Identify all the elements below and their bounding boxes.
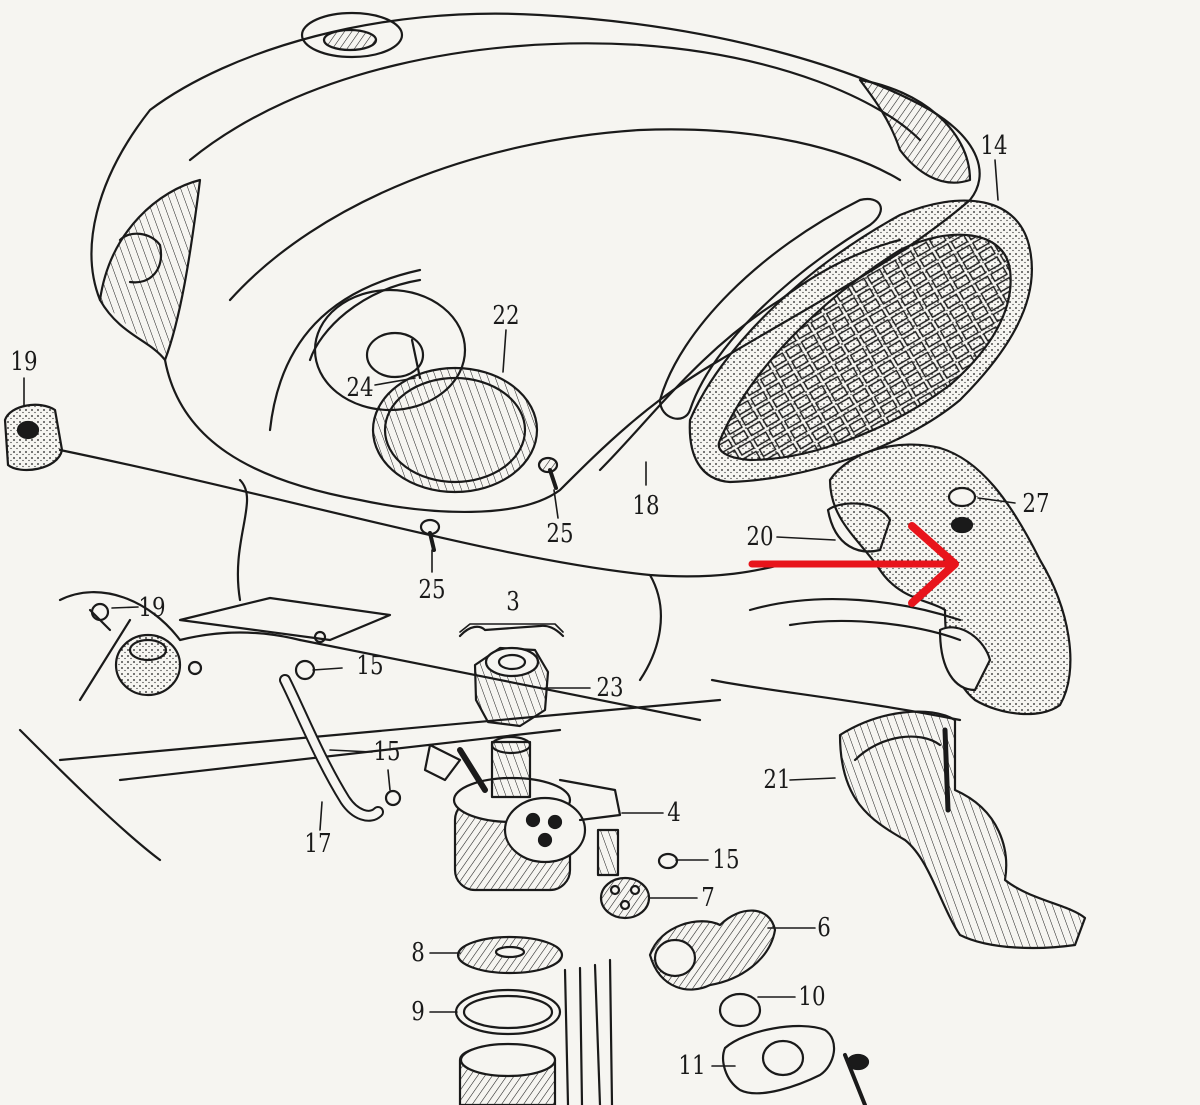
callout-18: 18	[632, 491, 660, 521]
callout-3: 3	[506, 587, 520, 617]
tank-badge	[313, 288, 539, 494]
carburettor-parts	[454, 852, 870, 1105]
callout-27: 27	[1022, 489, 1050, 519]
callout-15-upper: 15	[356, 651, 384, 681]
callout-4: 4	[667, 798, 681, 828]
fuel-tank	[90, 11, 981, 514]
callout-7: 7	[701, 883, 715, 913]
mounting-bracket	[178, 596, 392, 676]
callout-14: 14	[980, 131, 1008, 161]
callout-20: 20	[746, 522, 774, 552]
carburettor	[423, 735, 622, 892]
callout-19-lower: 19	[138, 593, 166, 623]
screws	[419, 456, 559, 552]
union-nut	[458, 624, 565, 728]
leader-lines	[23, 159, 1016, 1067]
callout-10: 10	[798, 982, 826, 1012]
callout-21: 21	[763, 765, 791, 795]
rubber-buffer-lower	[88, 602, 182, 697]
callout-17: 17	[304, 829, 332, 859]
callout-19-top: 19	[10, 347, 38, 377]
callout-25-right: 25	[546, 519, 574, 549]
callout-15-lower: 15	[712, 845, 740, 875]
callout-8: 8	[411, 938, 425, 968]
rubber-buffer-top	[3, 403, 64, 472]
callout-11: 11	[678, 1051, 706, 1081]
callout-6: 6	[817, 913, 831, 943]
callout-15-middle: 15	[373, 737, 401, 767]
knee-grip	[658, 197, 1033, 484]
callout-22: 22	[492, 301, 520, 331]
callout-9: 9	[411, 997, 425, 1027]
rubber-pad	[826, 443, 1072, 716]
callout-23: 23	[596, 673, 624, 703]
red-arrow	[748, 522, 959, 607]
callout-25-left: 25	[418, 575, 446, 605]
mounting-clip	[710, 598, 1087, 950]
callout-24: 24	[346, 373, 374, 403]
